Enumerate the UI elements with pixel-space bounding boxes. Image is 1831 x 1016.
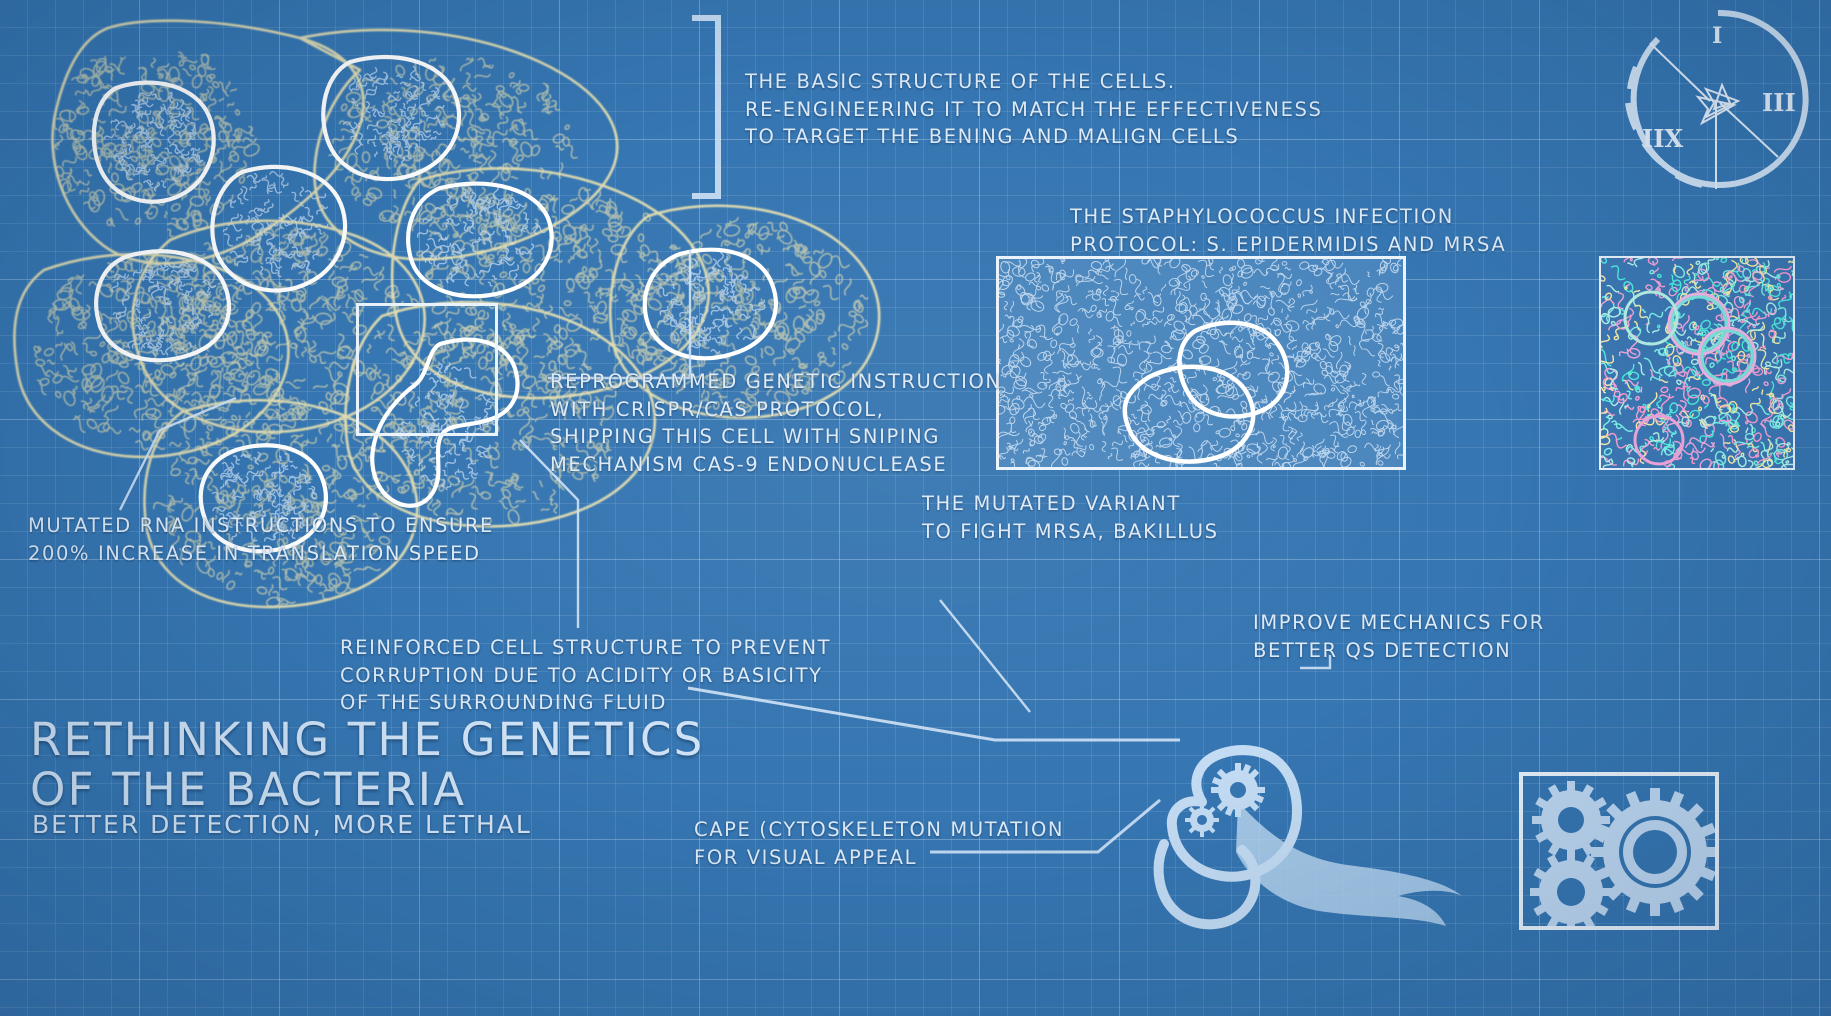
nucleus-texture xyxy=(111,255,217,357)
note-mutated-variant: THE MUTATED VARIANT TO FIGHT MRSA, BAKIL… xyxy=(922,492,1219,543)
gear-small-bottom xyxy=(1530,851,1612,926)
compass-mark-IIX: IIX xyxy=(1642,124,1683,153)
page-subtitle: BETTER DETECTION, MORE LETHAL xyxy=(32,810,532,839)
nucleus-texture xyxy=(657,251,766,354)
bacterium-internal-gears xyxy=(1185,763,1265,837)
compass-tick-2 xyxy=(1625,102,1639,131)
compass-arrow-c xyxy=(1712,82,1732,111)
note-qs-detection: IMPROVE MECHANICS FOR BETTER QS DETECTIO… xyxy=(1253,611,1545,662)
compass-tick-4 xyxy=(1674,172,1703,188)
gearbox-content xyxy=(1530,781,1715,926)
organelle-texture xyxy=(33,254,273,451)
bacterium-with-cape xyxy=(1153,745,1462,930)
staph-coccus-lower xyxy=(1122,364,1256,464)
compass-rose: I III IIX xyxy=(1625,9,1809,189)
compass-tick-1 xyxy=(1627,65,1639,90)
staph-coccus-upper xyxy=(1177,320,1290,419)
gear-large xyxy=(1591,788,1715,916)
bacterium-body-lower xyxy=(1153,839,1261,930)
compass-arrow-b xyxy=(1695,95,1737,126)
nucleus-texture xyxy=(342,65,446,166)
compass-ring-solid xyxy=(1630,9,1809,188)
leader-crispr xyxy=(548,250,692,380)
note-cape: CAPE (CYTOSKELETON MUTATION FOR VISUAL A… xyxy=(694,818,1065,869)
highlight-selection-box[interactable] xyxy=(356,303,498,436)
note-basic-structure: THE BASIC STRUCTURE OF THE CELLS. RE-ENG… xyxy=(745,70,1323,149)
compass-mark-I: I xyxy=(1712,23,1722,49)
mrsa-micrograph-content xyxy=(1601,258,1793,468)
gear-small-top xyxy=(1532,781,1610,859)
staph-micrograph-content xyxy=(999,259,1403,467)
compass-tick-3 xyxy=(1641,141,1664,166)
note-staph-protocol: THE STAPHYLOCOCCUS INFECTION PROTOCOL: S… xyxy=(1070,205,1507,256)
compass-needle-line-2 xyxy=(1719,102,1779,158)
organelle-texture xyxy=(328,57,578,241)
compass-needle-line-1 xyxy=(1649,42,1711,102)
mrsa-micrograph[interactable] xyxy=(1599,256,1795,470)
nucleus-texture xyxy=(222,171,329,278)
staphylococcus-micrograph[interactable] xyxy=(996,256,1406,470)
leader-rna xyxy=(118,396,237,511)
leader-mutated-variant xyxy=(939,599,1031,713)
bacterium-body-upper xyxy=(1166,745,1302,882)
cape-shape xyxy=(1236,802,1462,926)
page-title: RETHINKING THE GENETICS OF THE BACTERIA xyxy=(30,713,705,817)
note-reinforced: REINFORCED CELL STRUCTURE TO PREVENT COR… xyxy=(340,636,832,715)
note-crispr: REPROGRAMMED GENETIC INSTRUCTION WITH CR… xyxy=(550,370,1002,477)
nucleus-texture xyxy=(103,91,204,192)
compass-mark-III: III xyxy=(1762,88,1796,117)
note-rna: MUTATED RNA INSTRUCTIONS TO ENSURE 200% … xyxy=(28,514,494,565)
bracket-basic-structure xyxy=(692,15,721,199)
organelle-texture xyxy=(52,51,260,238)
nucleus-texture xyxy=(416,183,547,287)
quorum-sensing-gearbox[interactable] xyxy=(1519,772,1719,930)
